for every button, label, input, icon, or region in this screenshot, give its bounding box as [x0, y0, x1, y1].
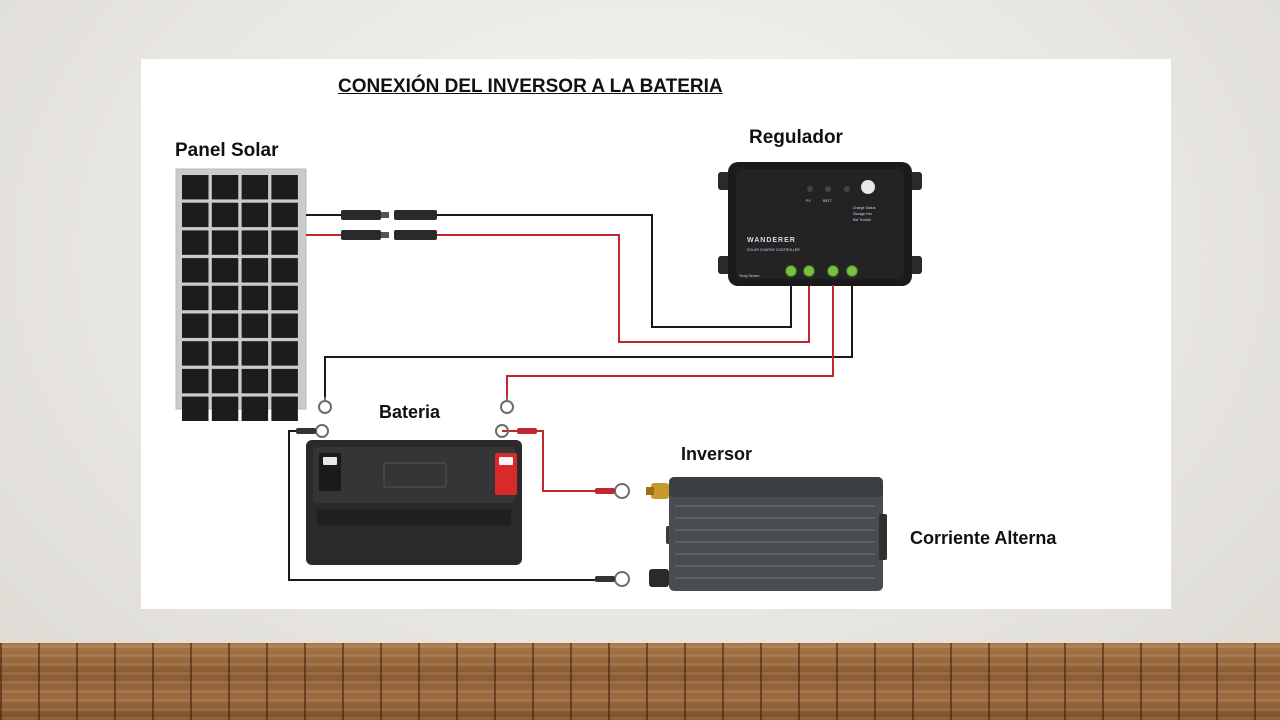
regulator-brand: WANDERER [747, 237, 796, 244]
label-regulador: Regulador [749, 127, 843, 148]
led-label-batt: BATT [823, 199, 833, 203]
panel-cell [271, 368, 298, 394]
panel-cell [241, 313, 269, 338]
panel-cell [241, 396, 269, 421]
panel-cell [271, 313, 298, 338]
panel-cell [211, 175, 239, 200]
panel-cell [241, 175, 269, 200]
panel-cell [182, 258, 209, 283]
page-title: CONEXIÓN DEL INVERSOR A LA BATERIA [338, 76, 723, 97]
status-label-1: Charge Status [853, 206, 876, 210]
inverter-fin [675, 505, 875, 507]
panel-cell [211, 313, 239, 338]
inverter-fin [675, 517, 875, 519]
panel-cell [211, 368, 239, 394]
panel-cells [182, 175, 298, 421]
panel-cell [182, 202, 209, 228]
panel-cell [182, 368, 209, 394]
inverter-fin [675, 565, 875, 567]
panel-cell [182, 175, 209, 200]
panel-cell [211, 230, 239, 255]
panel-cell [271, 396, 298, 421]
panel-cell [271, 258, 298, 283]
panel-cell [271, 175, 298, 200]
slide-canvas: PV BATT Charge Status Storage Info Bat T… [141, 59, 1171, 609]
battery-wires [288, 285, 853, 581]
panel-cell [241, 202, 269, 228]
panel-cell [271, 341, 298, 366]
led-label-pv: PV [806, 199, 811, 203]
terminal-sleeves [296, 428, 615, 582]
panel-cell [241, 285, 269, 311]
regulator-subtitle: SOLAR CHARGE CONTROLLER [747, 248, 800, 252]
panel-cell [182, 285, 209, 311]
panel-cell [182, 313, 209, 338]
inverter-fin [675, 529, 875, 531]
panel-cell [182, 396, 209, 421]
panel-cell [211, 341, 239, 366]
panel-cell [182, 230, 209, 255]
label-inversor: Inversor [681, 444, 753, 464]
charge-controller: PV BATT Charge Status Storage Info Bat T… [718, 162, 922, 286]
battery [306, 440, 522, 565]
panel-cell [211, 396, 239, 421]
panel-cell [271, 285, 298, 311]
panel-cell [241, 341, 269, 366]
panel-cell [271, 202, 298, 228]
panel-cell [271, 230, 298, 255]
temp-sensor-label: Temp Sensor [739, 274, 760, 278]
solar-wiring-diagram: PV BATT Charge Status Storage Info Bat T… [175, 162, 922, 591]
inverter-fin [675, 553, 875, 555]
panel-wires [306, 214, 810, 343]
label-panel-solar: Panel Solar [175, 140, 279, 161]
regulator-terminals [785, 265, 858, 277]
panel-cell [211, 202, 239, 228]
panel-cell [211, 285, 239, 311]
mc4-connectors [341, 210, 437, 240]
panel-cell [211, 258, 239, 283]
panel-cell [241, 368, 269, 394]
inverter-fins [675, 505, 875, 579]
panel-cell [241, 258, 269, 283]
label-corriente-alterna: Corriente Alterna [910, 528, 1057, 548]
wooden-floor [0, 643, 1280, 720]
label-bateria: Bateria [379, 402, 441, 422]
solar-panel [175, 168, 307, 421]
inverter-fin [675, 577, 875, 579]
inverter-fin [675, 541, 875, 543]
status-label-2: Storage Info [853, 212, 872, 216]
inverter [646, 477, 887, 591]
panel-cell [241, 230, 269, 255]
status-label-3: Bat Trouble [853, 218, 871, 222]
panel-cell [182, 341, 209, 366]
